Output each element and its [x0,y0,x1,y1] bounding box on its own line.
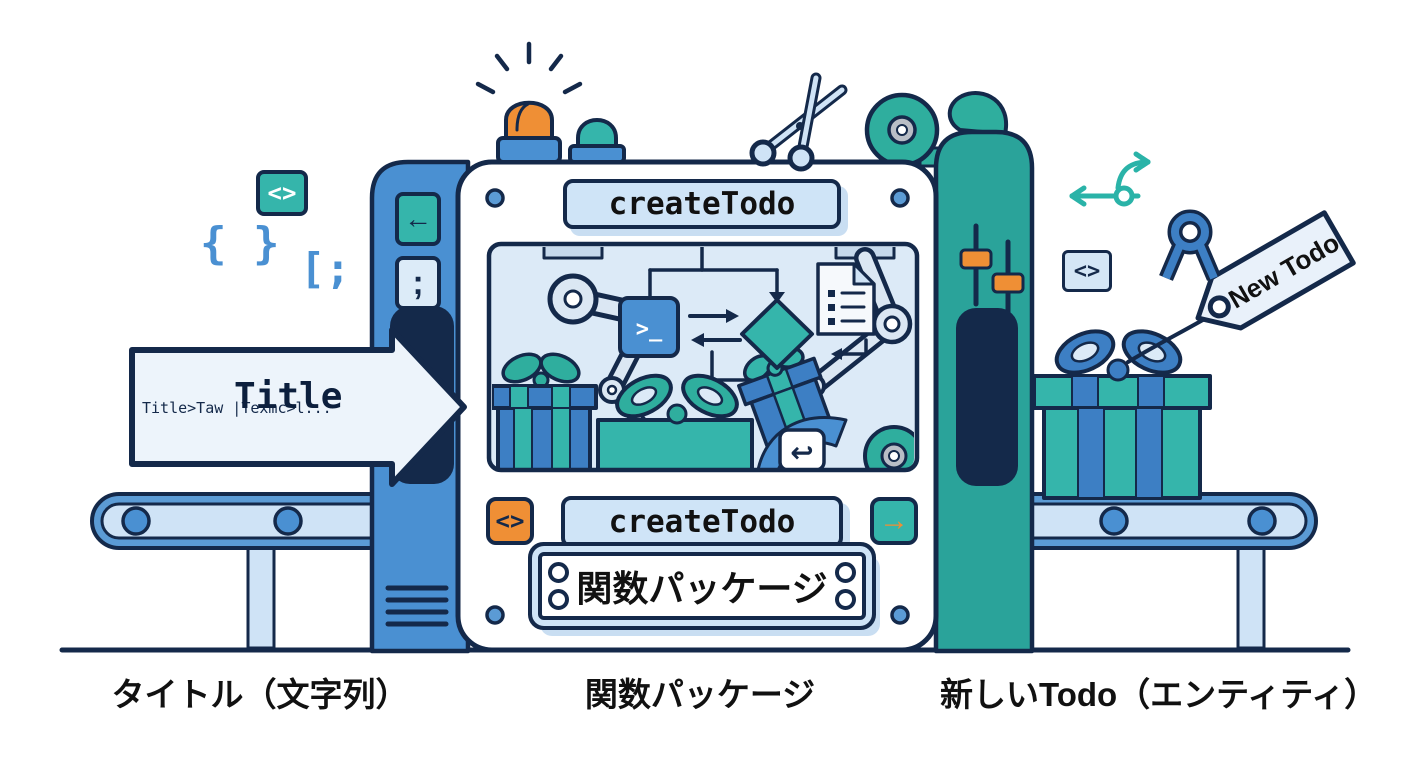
flow-diamond [740,298,814,370]
plaque-screw [835,589,856,610]
machine-plaque: 関数パッケージ [538,552,866,620]
caption-output: 新しいTodo（エンティティ） [940,676,1378,713]
input-title-label: Title [234,376,343,417]
tag-string [1126,315,1210,364]
corner-screw [890,188,910,208]
document-icon [816,262,876,336]
branch-arrows-icon [1069,151,1151,207]
tag-hole [1207,295,1231,319]
plaque-screw [835,562,856,583]
flowchart: >_ [618,247,876,382]
roller [273,506,303,536]
gift-box-held [737,345,835,452]
terminal-prompt-glyph: >_ [636,317,663,342]
output-arrow-button-icon: → [870,497,918,545]
gift-box-center [596,373,754,468]
terminal-icon [618,296,680,358]
bracket-semicolon-icon: [; [300,244,351,293]
conveyor-leg [246,546,276,650]
ribbon-icon [1159,209,1221,281]
machine-window-content: >_ [492,247,914,469]
flow-return-arrow [840,338,868,356]
plaque-screw [548,589,569,610]
conveyor-right [942,492,1318,650]
code-line: Title>Taw |Texmc>l... [142,399,332,417]
indicator-dome-icon [568,118,626,164]
input-arrow [129,327,467,487]
code-badge-icon: <> [1062,250,1112,292]
caption-function: 関数パッケージ [584,676,816,713]
semicolon-button-icon: ; [395,256,441,310]
gift-box-output [1032,315,1212,500]
machine-window-frame [486,241,920,473]
braces-icon: { } [200,218,280,269]
alarm-light-icon [475,41,583,164]
slider-handle [991,272,1025,294]
code-line: Title>ntw [142,461,398,462]
input-code-block: Title>Taw |Texmc>l... Title>ntw text<xtr… [142,356,398,462]
machine-name-bottom: createTodo [561,496,843,548]
machine-slot [956,308,1018,486]
roller [1099,506,1129,536]
conveyor-leg [1236,546,1266,650]
caption-input: タイトル（文字列） [111,676,409,713]
code-square-teal-icon: <> [256,170,308,216]
roller [121,506,151,536]
scissors-icon [749,72,848,172]
machine-right-column [933,91,1035,654]
undo-sheet-icon: ↩ [778,428,826,469]
gift-box-small [492,352,598,468]
roller [1247,506,1277,536]
return-arrow-glyph: ↩ [790,436,813,469]
slider-handle [959,248,993,270]
machine-name-top: createTodo [563,179,841,229]
machine-plaque-label: 関数パッケージ [576,568,828,609]
corner-screw [485,188,505,208]
back-arrow-button-icon: ← [395,192,441,246]
code-button-orange-icon: <> [486,497,534,545]
corner-screw [485,605,505,625]
corner-screw [890,605,910,625]
tape-roll-icon [863,425,914,468]
plaque-screw [548,562,569,583]
